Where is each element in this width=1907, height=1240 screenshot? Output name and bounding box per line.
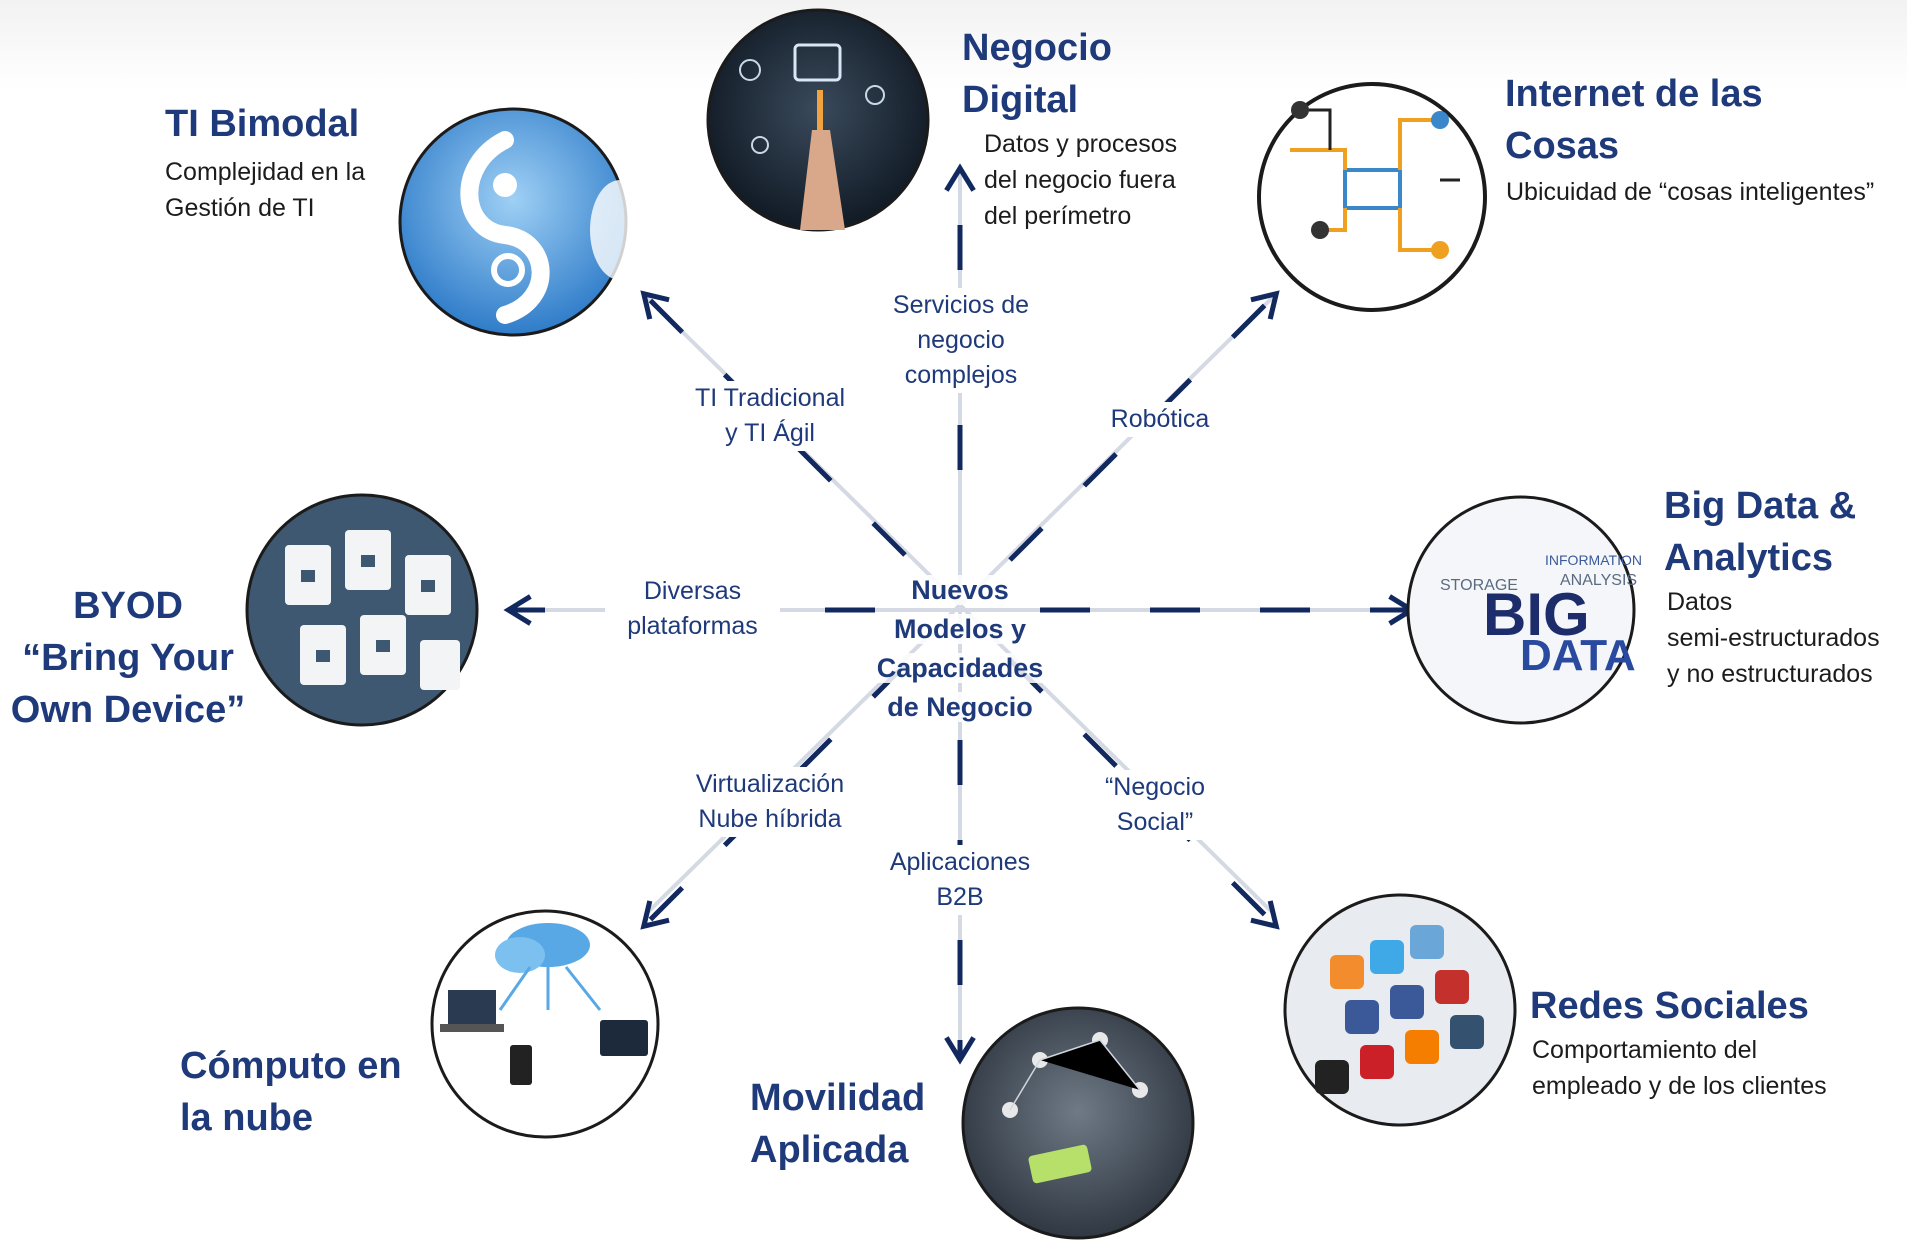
center-title: Nuevos Modelos y Capacidades de Negocio: [876, 575, 1044, 722]
node-title-negocio-digital: Negocio Digital: [962, 27, 1112, 121]
node-title-big-data: Big Data & Analytics: [1664, 485, 1857, 579]
node-title-computo-nube: Cómputo en la nube: [180, 1045, 402, 1139]
connected-devices-image: [1257, 82, 1487, 312]
node-title-ti-bimodal: TI Bimodal: [165, 103, 360, 145]
svg-text:BIG: BIG: [1483, 581, 1590, 648]
mobile-network-image: [961, 1006, 1195, 1240]
node-desc-big-data: Datos semi-estructurados y no estructura…: [1667, 588, 1880, 688]
node-desc-internet-cosas: Ubicuidad de “cosas inteligentes”: [1506, 178, 1875, 206]
node-images: BIG DATA STORAGE ANALYSIS INFORMATION: [245, 8, 1642, 1240]
svg-text:DATA: DATA: [1520, 631, 1636, 680]
node-desc-ti-bimodal: Complejidad en la Gestión de TI: [165, 158, 366, 222]
touchscreen-businessman-image: [706, 8, 930, 232]
center-title-wrap: Nuevos Modelos y Capacidades de Negocio: [860, 532, 1060, 727]
node-title-internet-cosas: Internet de las Cosas: [1505, 73, 1763, 167]
cloud-devices-image: [430, 909, 660, 1139]
big-data-word-cloud-image: BIG DATA STORAGE ANALYSIS INFORMATION: [1406, 495, 1642, 725]
spoke-label-negocio-digital: Servicios de negocio complejos: [880, 288, 1042, 393]
spoke-label-ti-bimodal: TI Tradicional y TI Ágil: [670, 381, 870, 451]
yin-yang-cloud-image: [398, 107, 650, 337]
node-desc-negocio-digital: Datos y procesos del negocio fuera del p…: [984, 130, 1178, 230]
node-desc-redes-sociales: Comportamiento del empleado y de los cli…: [1532, 1036, 1827, 1100]
spoke-label-redes-sociales: “Negocio Social”: [1090, 770, 1220, 840]
svg-text:INFORMATION: INFORMATION: [1545, 552, 1642, 568]
spoke-label-byod: Diversas plataformas: [605, 574, 780, 644]
node-title-redes-sociales: Redes Sociales: [1530, 985, 1809, 1027]
svg-text:ANALYSIS: ANALYSIS: [1560, 572, 1637, 589]
svg-text:STORAGE: STORAGE: [1440, 577, 1518, 594]
spoke-label-computo-nube: Virtualización Nube híbrida: [665, 767, 875, 837]
spoke-label-movilidad: Aplicaciones B2B: [870, 845, 1050, 915]
spoke-label-internet-cosas: Robótica: [1095, 402, 1225, 437]
social-media-keyboard-image: [1283, 893, 1517, 1127]
locked-devices-image: [245, 493, 479, 727]
node-title-movilidad: Movilidad Aplicada: [750, 1077, 926, 1171]
node-title-byod: BYOD “Bring Your Own Device”: [10, 585, 246, 731]
